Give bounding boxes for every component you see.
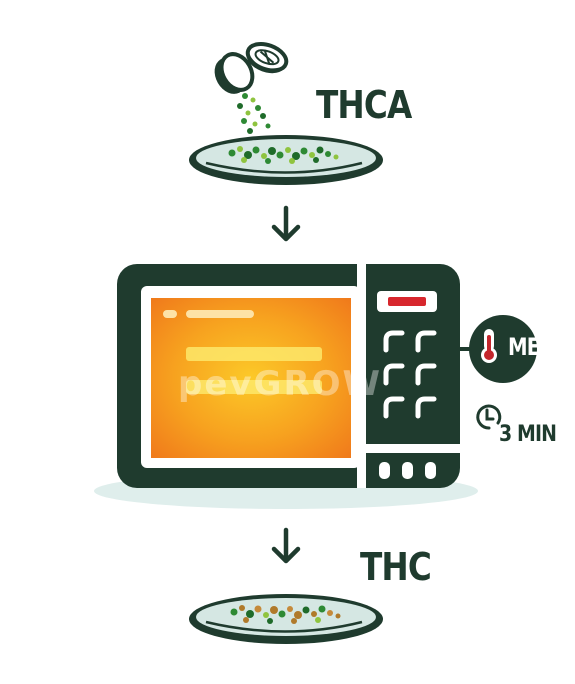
- power-level-badge: [469, 315, 537, 383]
- ground-herb-green: [228, 146, 339, 164]
- grinder-icon: [214, 41, 289, 94]
- power-level-label: MED: [508, 333, 556, 361]
- microwave-icon: [94, 264, 478, 509]
- bottom-buttons: [379, 462, 436, 479]
- thermometer-icon: [481, 329, 497, 363]
- plate-icon: [189, 594, 383, 644]
- clock-icon: [476, 404, 502, 430]
- arrow-down-icon: [271, 527, 301, 564]
- plate-icon: [189, 135, 383, 185]
- thc-label: THC: [360, 545, 432, 589]
- thca-label: THCA: [316, 83, 412, 127]
- microwave-screen: [151, 298, 351, 458]
- falling-herb-particles: [237, 93, 271, 134]
- decarboxylated-herb: [230, 605, 341, 624]
- arrow-down-icon: [271, 205, 301, 242]
- time-label: 3 MIN: [499, 422, 557, 447]
- watermark-logo: pevGROW: [178, 364, 383, 404]
- keypad-buttons: [383, 330, 437, 419]
